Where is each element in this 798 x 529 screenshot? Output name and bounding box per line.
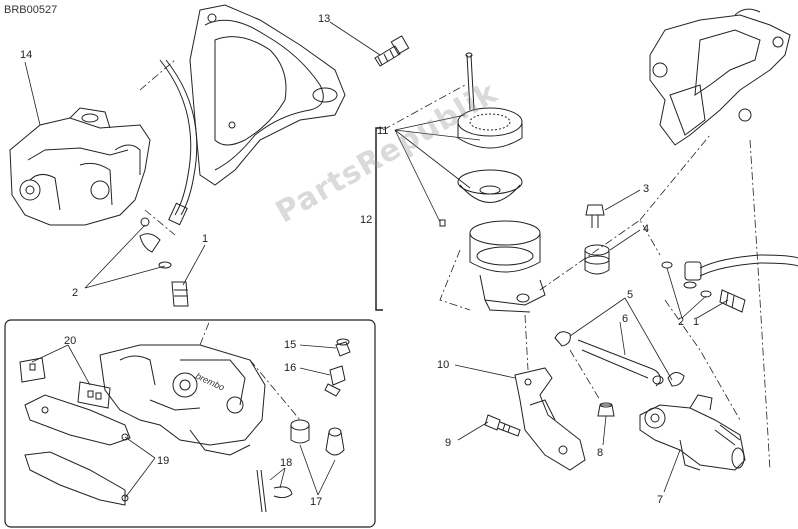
callout-13: 13	[318, 13, 330, 25]
leader-10	[454, 364, 516, 379]
seal-17-left[interactable]	[290, 419, 310, 444]
leader-2-right	[666, 267, 707, 319]
callout-1-left: 1	[202, 233, 208, 245]
master-cylinder-bracket[interactable]	[649, 8, 791, 146]
hose-clip-right[interactable]	[667, 372, 685, 387]
grommet-4[interactable]	[584, 244, 610, 275]
leader-20	[31, 344, 91, 386]
caliper-detail[interactable]	[99, 344, 266, 456]
leader-16	[299, 367, 331, 376]
brake-hose[interactable]	[159, 59, 198, 226]
diagram-code: BRB00527	[4, 4, 58, 16]
bolt-9[interactable]	[484, 414, 521, 437]
leader-2-left	[84, 224, 166, 289]
bleeder-valve-16[interactable]	[324, 365, 346, 397]
callout-19: 19	[157, 455, 169, 467]
leader-9	[457, 421, 489, 441]
brake-pad-upper[interactable]	[24, 394, 131, 446]
master-cylinder-mount-10[interactable]	[514, 367, 586, 471]
rear-brake-caliper[interactable]	[9, 107, 151, 226]
leader-18	[269, 467, 286, 489]
reservoir-screw[interactable]	[439, 219, 446, 227]
callout-15: 15	[284, 339, 296, 351]
fluid-reservoir[interactable]	[469, 220, 546, 313]
bolt-13[interactable]	[374, 35, 410, 67]
leader-6	[619, 321, 626, 356]
leader-3	[604, 189, 641, 211]
caliper-bracket-plate[interactable]	[189, 4, 346, 186]
callout-9: 9	[445, 437, 451, 449]
leader-11	[394, 114, 481, 223]
reservoir-cap[interactable]	[457, 107, 523, 149]
seal-17-right[interactable]	[325, 427, 345, 456]
callout-labels: 14 13 1 2 11 12 3 4 5 6 2 1 10 9 8 7 20 …	[20, 13, 699, 508]
brake-hose-right[interactable]	[684, 254, 798, 281]
leader-1-right	[696, 299, 729, 319]
callout-4: 4	[643, 223, 649, 235]
callout-3: 3	[643, 183, 649, 195]
leader-17	[299, 444, 336, 496]
callout-18: 18	[280, 457, 292, 469]
callout-1-right: 1	[693, 316, 699, 328]
reservoir-diaphragm[interactable]	[457, 169, 523, 203]
callout-17: 17	[310, 496, 322, 508]
hose-clip-5[interactable]	[554, 331, 571, 347]
leader-7	[663, 449, 681, 493]
callout-2-right: 2	[678, 316, 684, 328]
callout-8: 8	[597, 447, 603, 459]
callout-2-left: 2	[72, 287, 78, 299]
nut-8[interactable]	[597, 402, 615, 417]
callout-11: 11	[377, 125, 388, 137]
leader-15	[299, 344, 337, 349]
leader-14	[24, 61, 41, 126]
callout-5: 5	[627, 289, 633, 301]
callout-6: 6	[622, 313, 628, 325]
callout-14: 14	[20, 49, 32, 61]
rear-master-cylinder[interactable]	[639, 394, 746, 471]
leader-13	[329, 21, 381, 56]
callout-20: 20	[64, 335, 76, 347]
brembo-logo-text: brembo	[194, 371, 226, 393]
group-bracket-12	[375, 127, 383, 311]
leader-8	[602, 415, 607, 446]
callout-7: 7	[657, 494, 663, 506]
reservoir-hose-6[interactable]	[577, 339, 664, 387]
leader-5	[569, 297, 673, 381]
callout-16: 16	[284, 362, 296, 374]
reservoir-pin[interactable]	[465, 52, 475, 111]
leader-4	[609, 229, 641, 251]
pad-spring-plate[interactable]	[19, 357, 111, 409]
banjo-fitting-left[interactable]	[139, 217, 189, 307]
screw-3[interactable]	[585, 204, 605, 228]
banjo-fitting-right[interactable]	[661, 261, 746, 313]
pad-pin-18[interactable]	[256, 469, 293, 513]
callout-10: 10	[437, 359, 449, 371]
leader-1-left	[182, 244, 206, 286]
bleeder-cap-15[interactable]	[335, 338, 351, 357]
service-kit-inset	[4, 319, 376, 528]
leader-19	[124, 436, 156, 499]
callout-12: 12	[360, 214, 372, 226]
brake-pad-lower[interactable]	[24, 451, 129, 506]
